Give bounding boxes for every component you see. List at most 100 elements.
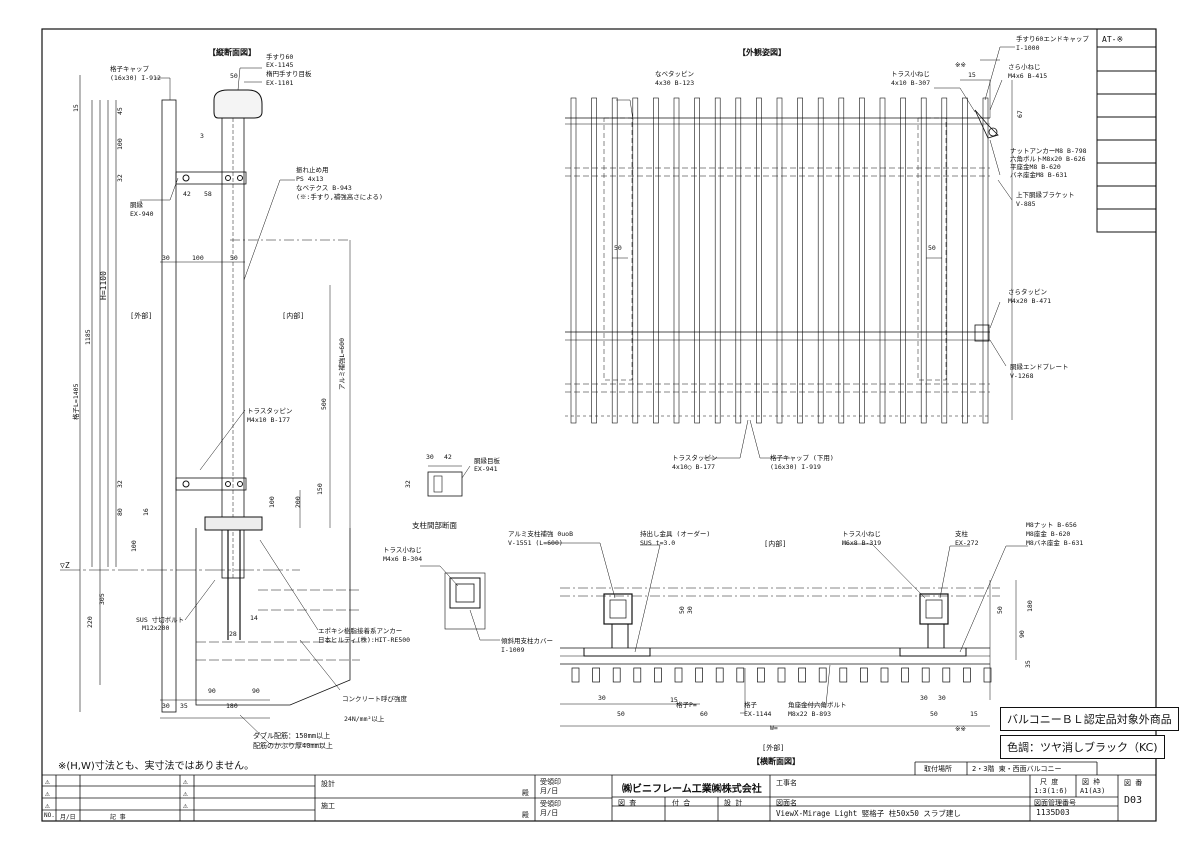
elevation-grid-bar [797, 97, 803, 424]
elevation-grid-bar [776, 97, 783, 424]
dim-58: 58 [204, 190, 212, 198]
sara-screw-spec: M4x6 B-415 [1008, 72, 1047, 80]
horizontal-section-title: 【横断面図】 [752, 756, 800, 766]
rail-plate-code: EX-941 [474, 465, 498, 473]
sheet-code-box [1096, 28, 1157, 233]
horizontal-grid-bar [798, 667, 806, 683]
inside-zone-label: [内部] [282, 311, 304, 320]
dim-180-h: 180 [1026, 600, 1034, 612]
anti-sway-nabe: なベテクス B-943 [296, 184, 352, 192]
grid-cap-top-spec: (16x30) I-912 [110, 74, 161, 82]
elevation-grid-bar [653, 97, 659, 424]
hex-flange-label: 角座金付六角ボルト [788, 700, 847, 709]
dim-90-b: 90 [252, 687, 260, 695]
width-w-label: W= [770, 724, 778, 732]
bracket-label: 上下胴縁ブラケット [1016, 190, 1075, 199]
elevation-grid-bar [714, 97, 721, 424]
dim-15-v: 15 [72, 104, 80, 112]
dono-1: 殿 [522, 789, 529, 797]
dim-15-e: 15 [968, 71, 976, 79]
rail-v-code: EX-940 [130, 210, 154, 218]
horizontal-grid-bar [654, 667, 662, 683]
anti-sway-ps: PS 4x13 [296, 175, 323, 183]
hex-flange-spec: M8x22 B-893 [788, 710, 831, 718]
horizontal-grid-bar [612, 667, 621, 683]
dono-2: 殿 [522, 811, 529, 819]
dim-180-v: 180 [226, 702, 238, 710]
horizontal-section-text: アルミ支柱補強 0uoB V-1551 (L=600) 持出し金具 (オーダー)… [508, 521, 1083, 752]
horizontal-grid-bar [571, 667, 580, 683]
dim-3: 3 [200, 132, 204, 140]
alu-post-reinf-label: アルミ支柱補強 0uoB [508, 529, 573, 538]
hanger-spec: SUS t=3.0 [640, 539, 675, 547]
elevation-grid-bar [838, 97, 845, 424]
sheet-value: D03 [1124, 795, 1143, 806]
number-value: 1135D03 [1036, 808, 1070, 817]
grid-cap-bottom-spec: (16x30) I-919 [770, 463, 821, 471]
dim-90-a: 90 [208, 687, 216, 695]
outside-zone-label: [外部] [130, 311, 152, 320]
sara-tap-spec: M4x20 B-471 [1008, 297, 1051, 305]
handrail-plate-code: EX-1101 [266, 79, 293, 87]
size-value: A1(A3) [1080, 787, 1106, 795]
m8washer-label: M8座金 B-620 [1026, 529, 1070, 538]
location-label: 取付場所 [924, 765, 952, 773]
color-badge: 色調：ツヤ消しブラック（KC) [1000, 735, 1165, 759]
alu-reinf-label: アルミ補強L=600 [337, 338, 346, 390]
horizontal-grid-bar [963, 667, 971, 683]
post-cover-code: I-1009 [501, 646, 525, 654]
dim-30-h4: 30 [938, 694, 946, 702]
nut-anchor-label: ナットアンカーM8 B-798 [1010, 147, 1087, 155]
horizontal-grid-bar [839, 667, 848, 683]
horizontal-grid-bars [571, 667, 992, 683]
receipt-label-2: 受領印 [540, 800, 561, 808]
rev-desc-label: 記 事 [110, 814, 126, 821]
vertical-section [60, 67, 360, 745]
sus-bolt-spec: M12x200 [142, 624, 169, 632]
dim-200: 200 [294, 496, 302, 508]
washer-label: 平座金M8 B-620 [1010, 162, 1061, 171]
grid-pitch-label: 格子P= [676, 700, 697, 709]
elevation-title: 【外観姿図】 [738, 47, 786, 57]
alu-post-reinf-code: V-1551 (L=600) [508, 539, 563, 547]
size-label: 図 枠 [1082, 778, 1101, 786]
dim-50-h4: 50 [930, 710, 938, 718]
grid-cap-bottom-label: 格子キャップ (下用) [770, 453, 834, 462]
concrete-spec: 24N/mm²以上 [344, 714, 385, 723]
hex-bolt-label: 六角ボルトM8x20 B-626 [1010, 154, 1086, 163]
approve-label: 図 査 [618, 799, 637, 807]
vertical-section-title: 【縦断面図】 [208, 47, 256, 57]
truss-small-p-spec: M4x6 B-304 [383, 555, 422, 563]
dim-1185: 1185 [84, 329, 92, 345]
elevation-grid-bar [591, 97, 597, 424]
bl-badge: バルコニーＢＬ認定品対象外商品 [1000, 707, 1179, 731]
dim-30-h2: 30 [598, 694, 606, 702]
m8spring-label: M8バネ座金 B-631 [1026, 538, 1083, 547]
grid-cap-top-label: 格子キャップ [110, 64, 150, 73]
dim-30-v: 30 [162, 254, 170, 262]
dim-32-top: 32 [116, 174, 124, 182]
elevation-grid-bars [570, 97, 989, 424]
dim-305: 305 [98, 593, 106, 605]
spring-washer-label: バネ座金M8 B-631 [1010, 170, 1067, 179]
company-logo: ㈱ビニフレーム工業㈱株式会社 [622, 784, 762, 795]
horizontal-grid-bar [777, 667, 786, 683]
nabe-tap-label: なベタッピン [655, 69, 694, 78]
dim-50-h2: 50 [996, 606, 1004, 614]
dim-100-top: 100 [116, 138, 124, 150]
scale-value: 1:3(1:6) [1034, 787, 1068, 795]
horizontal-grid-bar [674, 667, 683, 683]
construction-label: 施工 [321, 802, 335, 810]
handrail-plate-label: 楕円手すり目板 [266, 69, 312, 78]
check-label: 付 合 [672, 799, 691, 807]
dim-60: 60 [700, 710, 708, 718]
horizontal-grid-bar [633, 667, 642, 683]
dim-30-b: 30 [162, 702, 170, 710]
svg-text:⚠: ⚠ [45, 777, 50, 786]
dim-32-bot: 32 [116, 480, 124, 488]
concrete-label: コンクリート呼び強度 [342, 694, 408, 703]
sara-tap-label: さらタッピン [1008, 287, 1047, 296]
elevation-grid-bar [735, 97, 742, 424]
dim-50-e1: 50 [614, 244, 622, 252]
horizontal-grid-bar [921, 667, 930, 683]
